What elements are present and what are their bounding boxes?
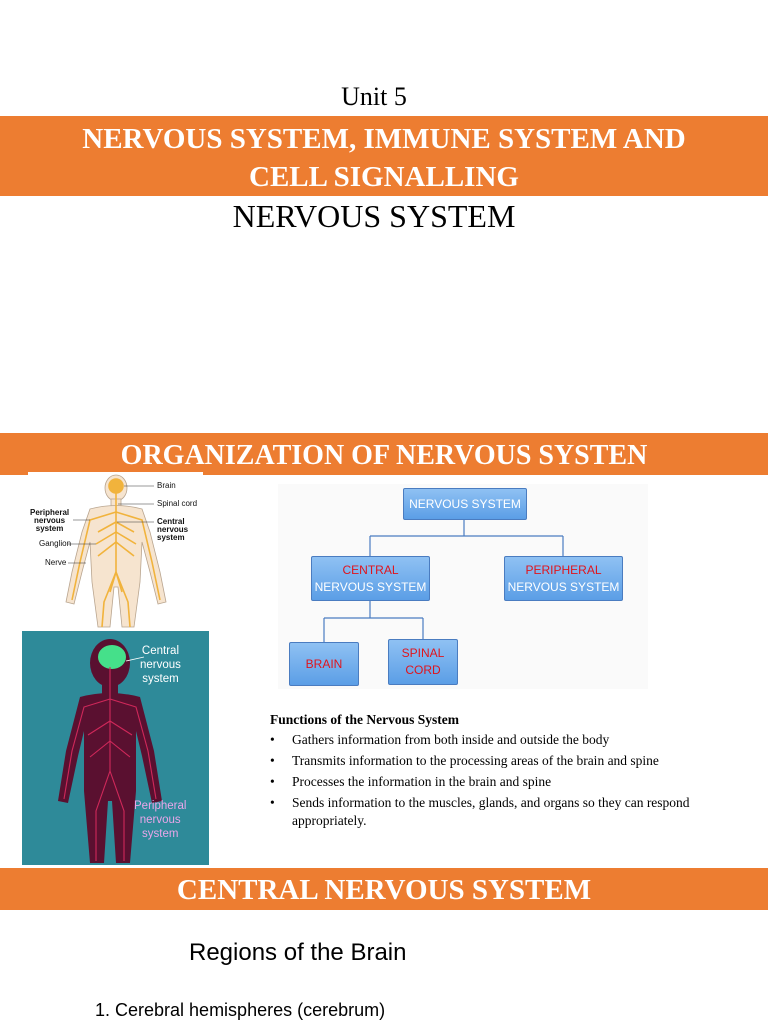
label-spinal-cord: Spinal cord bbox=[157, 499, 198, 508]
node-brain: BRAIN bbox=[289, 642, 359, 686]
unit-label: Unit 5 bbox=[341, 82, 407, 111]
list-item: •Sends information to the muscles, gland… bbox=[270, 795, 690, 828]
node-central-nervous-system: CENTRAL NERVOUS SYSTEM bbox=[311, 556, 430, 601]
node-nervous-system: NERVOUS SYSTEM bbox=[403, 488, 527, 520]
body-outline-illustration bbox=[65, 474, 167, 628]
section-heading-organization: ORGANIZATION OF NERVOUS SYSTEN bbox=[0, 433, 768, 475]
title-line-2: CELL SIGNALLING bbox=[249, 161, 519, 193]
page-subtitle: NERVOUS SYSTEM bbox=[232, 198, 516, 234]
list-item: •Gathers information from both inside an… bbox=[270, 732, 610, 747]
regions-list-item: 1. Cerebral hemispheres (cerebrum) bbox=[95, 1000, 386, 1020]
list-item: •Processes the information in the brain … bbox=[270, 774, 552, 789]
label-ganglion: Ganglion bbox=[39, 539, 72, 548]
node-spinal-cord: SPINAL CORD bbox=[388, 639, 458, 685]
title-line-1: NERVOUS SYSTEM, IMMUNE SYSTEM AND bbox=[82, 123, 686, 155]
regions-title: Regions of the Brain bbox=[189, 939, 407, 966]
diagram-connectors bbox=[323, 519, 564, 642]
list-item: •Transmits information to the processing… bbox=[270, 753, 659, 768]
functions-section: Functions of the Nervous System •Gathers… bbox=[270, 712, 710, 833]
label-brain: Brain bbox=[157, 481, 176, 490]
functions-heading: Functions of the Nervous System bbox=[270, 712, 459, 727]
functions-list: •Gathers information from both inside an… bbox=[270, 731, 710, 830]
nervous-system-hierarchy-diagram: NERVOUS SYSTEM CENTRAL NERVOUS SYSTEM PE… bbox=[278, 484, 648, 689]
label-nerve: Nerve bbox=[45, 558, 67, 567]
silhouette-illustration bbox=[58, 639, 162, 863]
title-banner: NERVOUS SYSTEM, IMMUNE SYSTEM AND CELL S… bbox=[0, 116, 768, 196]
section-heading-central: CENTRAL NERVOUS SYSTEM bbox=[0, 868, 768, 910]
node-peripheral-nervous-system: PERIPHERAL NERVOUS SYSTEM bbox=[504, 556, 623, 601]
